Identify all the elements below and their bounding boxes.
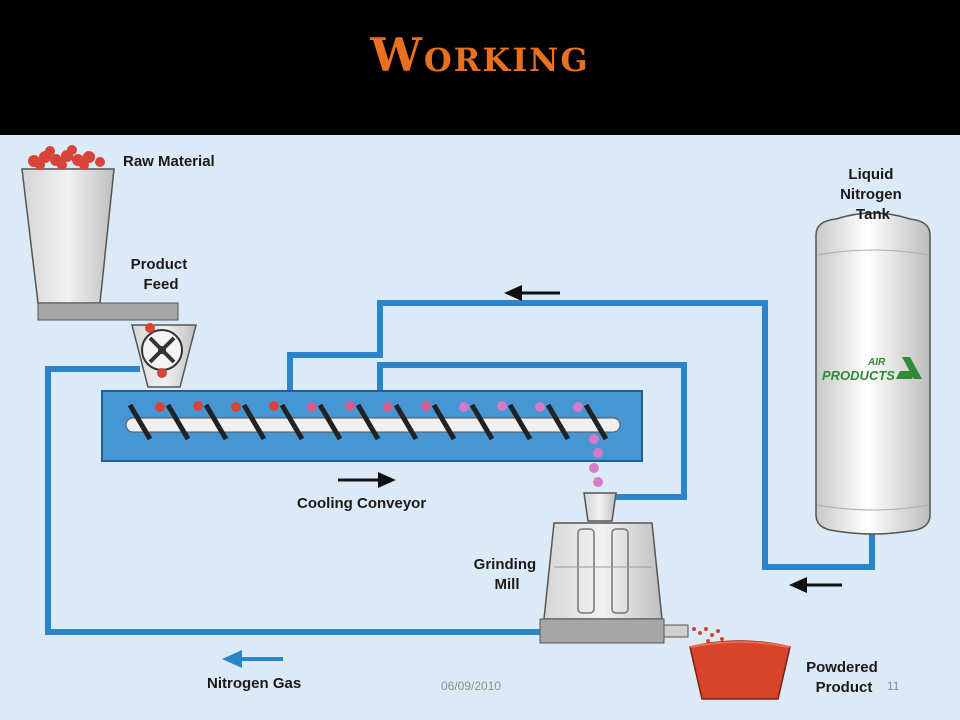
powdered-product-label: Powdered Product [806,659,882,696]
tank-label: Liquid Nitrogen Tank [840,166,906,223]
raw-material-hopper [21,145,179,321]
raw-material-label: Raw Material [123,153,215,170]
tank-logo-air: AIR [867,357,886,368]
mill-feed-pipe [377,362,687,500]
nitrogen-gas-label: Nitrogen Gas [207,675,301,692]
slide-page-number: 11 [887,679,900,693]
slide-title: Working [370,28,590,82]
conveyor-screw-flights [127,403,609,441]
flow-arrow-top [504,285,560,301]
raw-material-pellets [28,145,105,170]
product-feed-label: Product Feed [131,256,192,293]
powder-spray [692,627,724,643]
slide-date: 06/09/2010 [441,679,502,693]
cooling-conveyor [101,390,643,487]
grinding-mill-label: Grinding Mill [474,556,541,593]
flow-arrow-conveyor [338,472,396,488]
falling-pellets [589,434,603,487]
tank-logo-products: PRODUCTS [822,368,895,383]
conveyor-pellets [155,401,583,412]
grinding-mill [539,492,724,644]
powdered-product-bin [689,640,791,700]
nitrogen-gas-pipe [45,366,548,635]
process-diagram: AIR PRODUCTS Raw Material Product Feed L… [0,135,960,720]
flow-arrow-nitrogen [222,650,283,668]
air-products-logo-mark [896,357,922,379]
product-feed-valve [131,323,197,388]
nitrogen-pipes [45,300,875,635]
flow-arrow-tank [789,577,842,593]
tank-return-pipe [287,300,875,570]
cooling-conveyor-label: Cooling Conveyor [297,495,426,512]
liquid-nitrogen-tank: AIR PRODUCTS [815,212,931,535]
